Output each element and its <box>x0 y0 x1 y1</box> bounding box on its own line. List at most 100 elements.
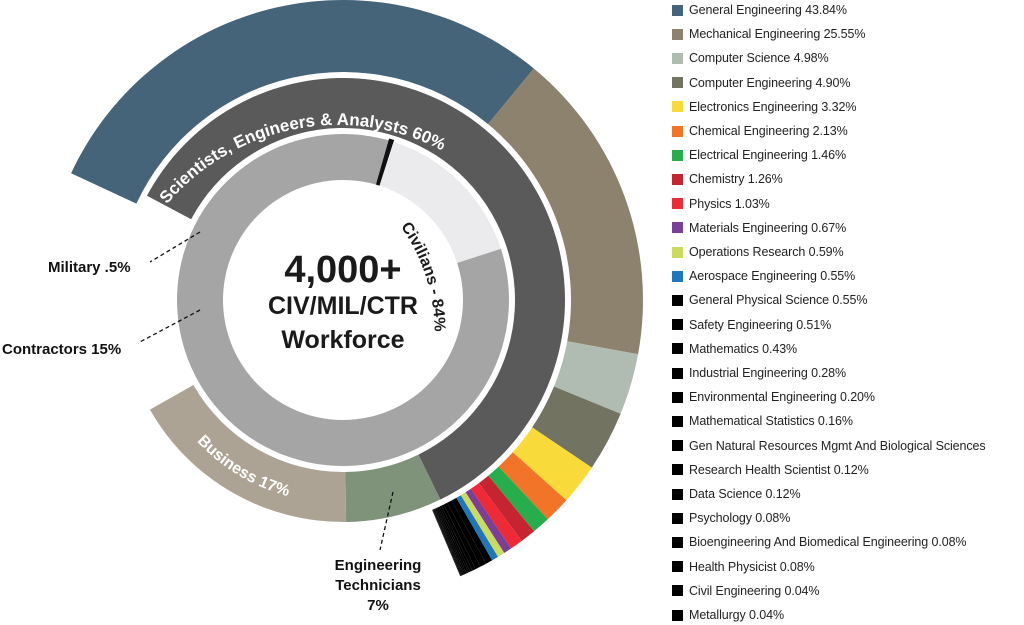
legend-swatch <box>672 149 683 161</box>
legend-swatch <box>672 52 683 64</box>
legend-label: Health Physicist 0.08% <box>689 559 815 574</box>
outer-slice-aerospace-engineering-0-55 <box>456 495 498 561</box>
legend-swatch <box>672 319 683 331</box>
outer-slice-metallurgy-0-04 <box>432 509 461 577</box>
legend-swatch <box>672 464 683 476</box>
legend-item: Data Science 0.12% <box>672 484 801 504</box>
legend-item: Electrical Engineering 1.46% <box>672 145 846 165</box>
inner-slice-military <box>375 138 395 186</box>
legend-item: Bioengineering And Biomedical Engineerin… <box>672 532 967 552</box>
legend-item: Materials Engineering 0.67% <box>672 218 846 238</box>
legend-label: Mathematics 0.43% <box>689 341 798 356</box>
center-subtitle: CIV/MIL/CTR <box>268 292 418 320</box>
legend-swatch <box>672 77 683 89</box>
legend-item: Aerospace Engineering 0.55% <box>672 266 855 286</box>
legend-item: Safety Engineering 0.51% <box>672 315 831 335</box>
legend-label: Metallurgy 0.04% <box>689 608 784 622</box>
outer-slice-physics-1-03 <box>470 483 522 549</box>
legend-swatch <box>672 609 683 621</box>
legend-label: Materials Engineering 0.67% <box>689 220 847 235</box>
engineering-technicians-label-line3: 7% <box>367 597 389 614</box>
legend-item: Computer Engineering 4.90% <box>672 73 850 93</box>
inner-slice-contractors <box>379 141 501 263</box>
legend-swatch <box>672 415 683 427</box>
legend-swatch <box>672 585 683 597</box>
legend-label: Data Science 0.12% <box>689 487 801 501</box>
legend-item: General Engineering 43.84% <box>672 0 847 20</box>
legend-swatch <box>672 101 683 113</box>
legend-label: Mathematical Statistics 0.16% <box>689 414 853 429</box>
legend-swatch <box>672 561 683 573</box>
legend-label: Safety Engineering 0.51% <box>689 317 832 332</box>
legend-label: Physics 1.03% <box>689 196 770 211</box>
legend-swatch <box>672 294 683 306</box>
legend-item: Mathematical Statistics 0.16% <box>672 411 853 431</box>
engineering-technicians-leader-line <box>379 491 394 551</box>
outer-slice-civil-engineering-0-04 <box>432 509 462 576</box>
legend-swatch <box>672 198 683 210</box>
legend-label: Bioengineering And Biomedical Engineerin… <box>689 535 967 550</box>
legend-item: Psychology 0.08% <box>672 508 790 528</box>
military-label: Military .5% <box>48 259 131 276</box>
legend-swatch <box>672 4 683 16</box>
outer-slice-industrial-engineering-0-28 <box>441 504 476 571</box>
legend-label: Environmental Engineering 0.20% <box>689 390 875 405</box>
legend-swatch <box>672 173 683 185</box>
legend-label: Gen Natural Resources Mgmt And Biologica… <box>689 438 986 453</box>
legend-item: Industrial Engineering 0.28% <box>672 363 846 383</box>
military-leader-line <box>149 231 201 263</box>
contractors-label: Contractors 15% <box>2 341 121 358</box>
legend-label: Research Health Scientist 0.12% <box>689 462 869 477</box>
workforce-sunburst-chart: Scientists, Engineers & Analysts 60% Civ… <box>2 0 643 614</box>
legend-item: Health Physicist 0.08% <box>672 557 815 577</box>
legend-item: Mathematics 0.43% <box>672 339 797 359</box>
outer-slice-bioengineering-and-biomedical-engineering-0-08 <box>433 508 463 576</box>
center-total: 4,000+ <box>284 249 401 291</box>
legend-item: Operations Research 0.59% <box>672 242 844 262</box>
legend-label: Computer Engineering 4.90% <box>689 75 851 90</box>
outer-slice-mathematical-statistics-0-16 <box>438 506 471 573</box>
legend-swatch <box>672 222 683 234</box>
middle-slice-engineering-technicians <box>345 454 441 522</box>
legend-item: Computer Science 4.98% <box>672 48 829 68</box>
outer-slice-psychology-0-08 <box>434 508 464 575</box>
inner-ring <box>177 133 509 466</box>
engineering-technicians-label-line2: Technicians <box>335 577 421 594</box>
legend-item: Physics 1.03% <box>672 194 770 214</box>
legend-label: Electrical Engineering 1.46% <box>689 148 847 163</box>
legend-swatch <box>672 343 683 355</box>
legend-label: Industrial Engineering 0.28% <box>689 366 847 380</box>
outer-slice-mechanical-engineering-25-55 <box>488 68 643 355</box>
outer-slice-electronics-engineering-3-32 <box>512 427 592 501</box>
legend-item: Metallurgy 0.04% <box>672 605 784 625</box>
outer-slice-operations-research-0-59 <box>460 492 505 557</box>
legend-item: Chemical Engineering 2.13% <box>672 121 848 141</box>
legend-label: Computer Science 4.98% <box>689 51 829 66</box>
legend-swatch <box>672 246 683 258</box>
legend-swatch <box>672 28 683 40</box>
legend-swatch <box>672 536 683 548</box>
middle-ring <box>146 77 566 522</box>
legend-item: Chemistry 1.26% <box>672 169 783 189</box>
legend-label: Chemistry 1.26% <box>689 172 783 187</box>
outer-slice-mathematics-0-43 <box>443 502 481 570</box>
legend-label: Aerospace Engineering 0.55% <box>689 269 856 284</box>
legend-item: Gen Natural Resources Mgmt And Biologica… <box>672 436 986 456</box>
legend-swatch <box>672 125 683 137</box>
outer-slice-environmental-engineering-0-20 <box>439 505 473 572</box>
legend-label: Chemical Engineering 2.13% <box>689 124 848 138</box>
outer-ring <box>71 0 643 577</box>
legend-item: Mechanical Engineering 25.55% <box>672 24 865 44</box>
legend-swatch <box>672 391 683 403</box>
outer-slice-general-physical-science-0-55 <box>451 497 493 564</box>
outer-slice-computer-engineering-4-90 <box>532 386 621 468</box>
legend-item: General Physical Science 0.55% <box>672 290 867 310</box>
center-caption: Workforce <box>281 326 404 354</box>
outer-slice-chemical-engineering-2-13 <box>498 452 567 520</box>
legend-swatch <box>672 367 683 379</box>
legend-label: Operations Research 0.59% <box>689 245 844 259</box>
legend-label: Civil Engineering 0.04% <box>689 583 820 598</box>
outer-slice-safety-engineering-0-51 <box>447 500 487 567</box>
outer-slice-general-engineering-43-84 <box>71 0 534 204</box>
outer-slice-materials-engineering-0-67 <box>465 488 512 553</box>
